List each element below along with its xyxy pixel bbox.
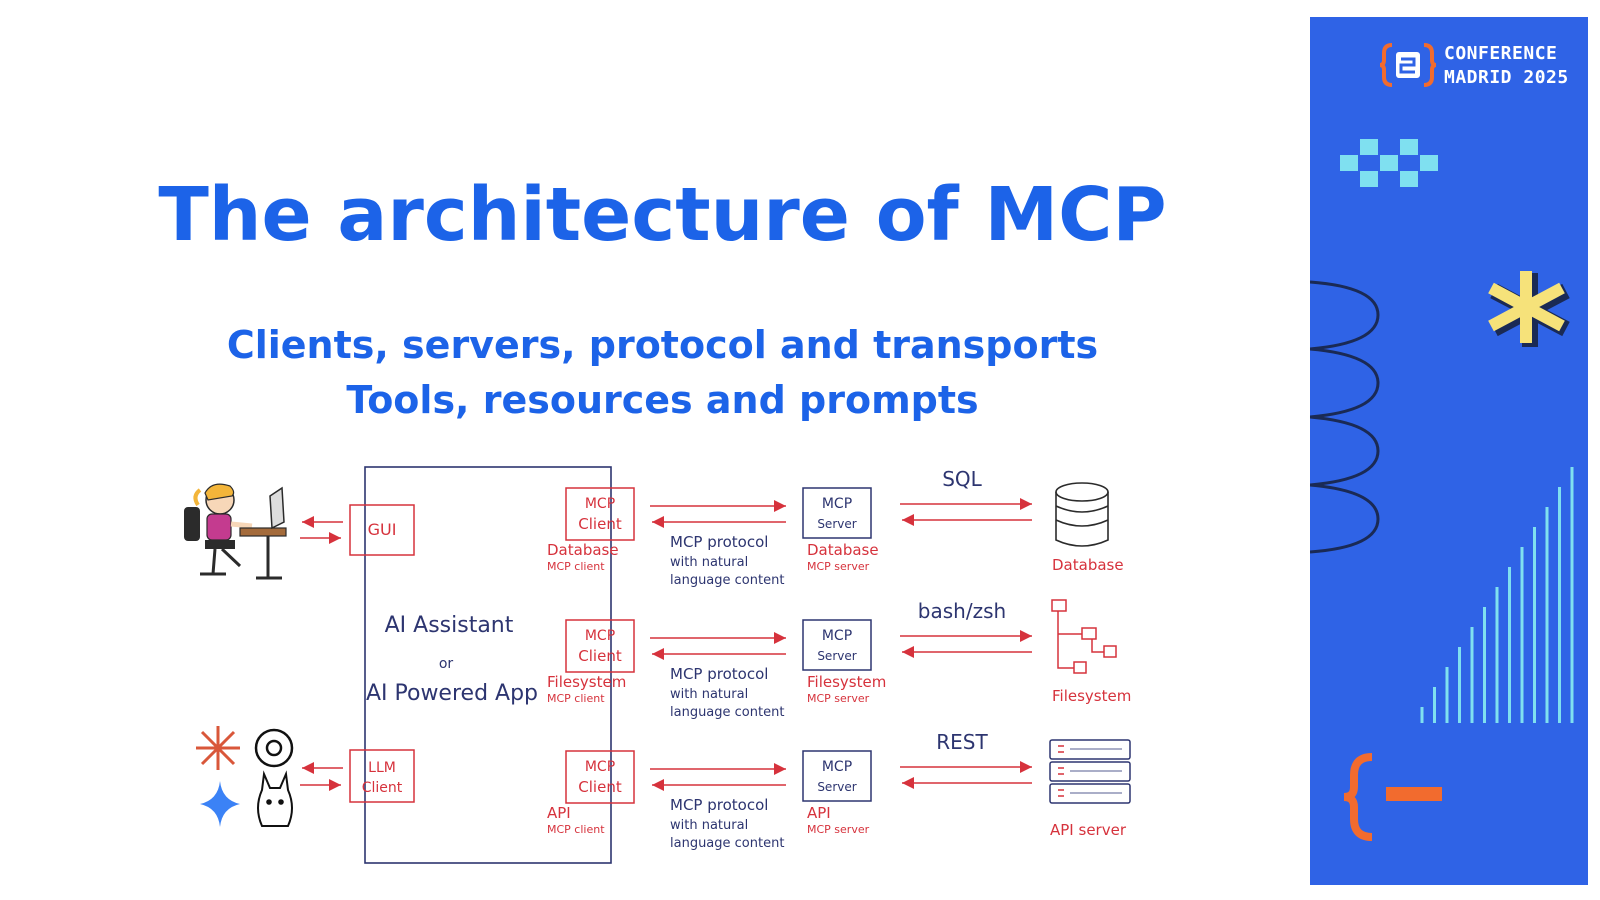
client-caption: MCP client xyxy=(547,560,605,573)
protocol-label: with natural xyxy=(670,818,748,833)
mcp-server-label: Server xyxy=(817,649,856,663)
pixel-checker-icon xyxy=(1340,139,1438,187)
database-icon xyxy=(1055,482,1109,547)
ai-app-label: AI Assistant xyxy=(385,613,514,638)
mcp-client-label: MCP xyxy=(585,496,615,512)
mcp-server-box: MCP Server xyxy=(802,487,872,539)
server-caption: Database xyxy=(807,541,879,559)
transport-label: SQL xyxy=(942,467,982,491)
mcp-client-label: Client xyxy=(578,647,622,665)
conference-sidebar: CONFERENCE MADRID 2025 xyxy=(1310,17,1588,885)
filesystem-icon xyxy=(1051,599,1117,674)
bracket-dash-icon xyxy=(1343,753,1442,841)
client-caption: Database xyxy=(547,541,619,559)
gui-box: GUI xyxy=(349,504,415,556)
conference-name: CONFERENCE MADRID 2025 xyxy=(1444,42,1569,90)
asterisk-icon xyxy=(1488,271,1570,347)
llm-client-label: Client xyxy=(362,780,403,796)
mcp-client-label: Client xyxy=(578,778,622,796)
conference-logo-icon xyxy=(1380,43,1436,87)
client-caption: MCP client xyxy=(547,823,605,836)
user-at-computer-icon xyxy=(184,483,287,580)
mcp-server-box: MCP Server xyxy=(802,619,872,671)
protocol-label: MCP protocol xyxy=(670,665,768,683)
mcp-client-label: MCP xyxy=(585,759,615,775)
server-caption: MCP server xyxy=(807,692,870,705)
ai-app-label: or xyxy=(439,656,454,672)
server-caption: Filesystem xyxy=(807,673,886,691)
client-caption: Filesystem xyxy=(547,673,626,691)
server-caption: API xyxy=(807,804,831,822)
conference-line-1: CONFERENCE xyxy=(1444,43,1558,64)
server-caption: MCP server xyxy=(807,823,870,836)
ai-app-container xyxy=(364,466,612,864)
mcp-server-label: MCP xyxy=(822,628,852,644)
claude-icon xyxy=(196,726,240,770)
protocol-label: with natural xyxy=(670,687,748,702)
slide-subtitle-line-1: Clients, servers, protocol and transport… xyxy=(226,323,1099,367)
gemini-icon xyxy=(200,781,240,827)
transport-label: bash/zsh xyxy=(918,599,1006,623)
api-server-icon xyxy=(1049,739,1131,804)
gui-label: GUI xyxy=(368,520,397,539)
protocol-label: language content xyxy=(670,705,784,720)
mcp-client-box: MCP Client xyxy=(565,487,635,541)
resource-caption: API server xyxy=(1050,821,1127,839)
protocol-label: MCP protocol xyxy=(670,796,768,814)
llm-client-box: LLM Client xyxy=(349,749,415,803)
mcp-client-label: Client xyxy=(578,515,622,533)
client-caption: API xyxy=(547,804,571,822)
ai-app-label: AI Powered App xyxy=(366,681,538,706)
protocol-label: language content xyxy=(670,836,784,851)
mcp-client-box: MCP Client xyxy=(565,750,635,804)
ollama-icon xyxy=(257,770,293,827)
transport-label: REST xyxy=(936,730,988,754)
protocol-label: with natural xyxy=(670,555,748,570)
protocol-label: language content xyxy=(670,573,784,588)
mcp-server-label: MCP xyxy=(822,759,852,775)
protocol-label: MCP protocol xyxy=(670,533,768,551)
server-caption: MCP server xyxy=(807,560,870,573)
mcp-server-label: Server xyxy=(817,517,856,531)
mcp-server-box: MCP Server xyxy=(802,750,872,802)
bars-decoration xyxy=(1420,467,1574,723)
client-caption: MCP client xyxy=(547,692,605,705)
mcp-server-label: MCP xyxy=(822,496,852,512)
resource-caption: Filesystem xyxy=(1052,687,1131,705)
resource-caption: Database xyxy=(1052,556,1124,574)
mcp-architecture-diagram: GUI LLM Client AI Assistant or AI Powere… xyxy=(184,466,1131,864)
mcp-client-label: MCP xyxy=(585,628,615,644)
openai-icon xyxy=(254,728,294,768)
wave-decoration xyxy=(1310,280,1380,554)
mcp-client-box: MCP Client xyxy=(565,619,635,673)
llm-client-label: LLM xyxy=(368,760,396,776)
slide-subtitle-line-2: Tools, resources and prompts xyxy=(346,378,979,422)
mcp-server-label: Server xyxy=(817,780,856,794)
slide-title: The architecture of MCP xyxy=(158,172,1167,258)
conference-line-2: MADRID 2025 xyxy=(1444,67,1569,88)
